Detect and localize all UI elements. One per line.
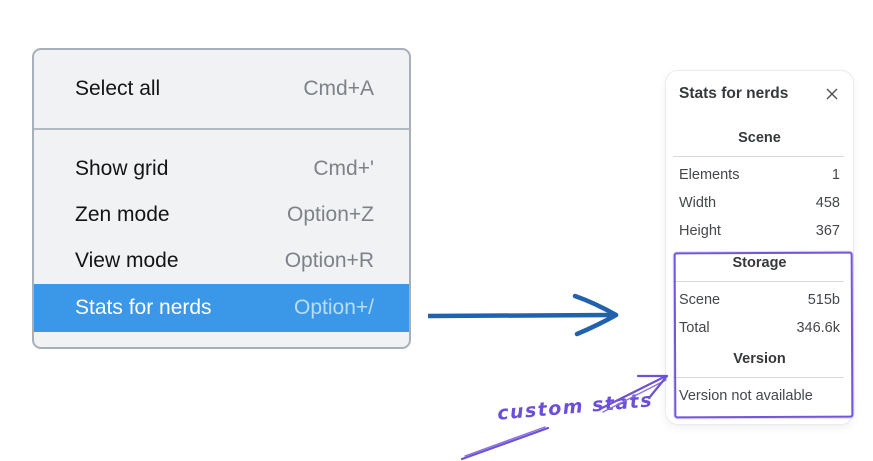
stat-row-scene-size: Scene 515b xyxy=(679,286,840,314)
menu-item-label: Select all xyxy=(75,77,161,100)
section-header-version: Version xyxy=(733,351,786,367)
stats-panel-title: Stats for nerds xyxy=(679,85,789,102)
menu-item-show-grid[interactable]: Show grid Cmd+' xyxy=(34,146,409,192)
stat-label: Total xyxy=(679,320,710,336)
menu-item-shortcut: Option+Z xyxy=(287,203,374,226)
menu-item-shortcut: Cmd+A xyxy=(303,77,374,100)
annotation-arrow xyxy=(460,374,669,461)
menu-item-label: View mode xyxy=(75,249,179,272)
menu-item-select-all[interactable]: Select all Cmd+A xyxy=(34,50,409,128)
menu-item-view-mode[interactable]: View mode Option+R xyxy=(34,238,409,284)
stat-label: Height xyxy=(679,223,721,239)
context-menu: Select all Cmd+A Show grid Cmd+' Zen mod… xyxy=(32,48,411,349)
divider xyxy=(673,156,844,157)
version-note: Version not available xyxy=(679,388,813,404)
stat-row-height: Height 367 xyxy=(679,217,840,245)
stat-value: 367 xyxy=(815,223,840,239)
menu-separator xyxy=(34,128,409,130)
stats-panel: Stats for nerds Scene Elements 1 Width 4… xyxy=(666,71,854,424)
stat-row-total-size: Total 346.6k xyxy=(679,314,840,342)
stat-row-width: Width 458 xyxy=(679,189,840,217)
stat-label: Scene xyxy=(679,292,721,308)
menu-item-shortcut: Cmd+' xyxy=(313,157,374,180)
stat-label: Width xyxy=(679,195,717,211)
stat-value: 1 xyxy=(831,167,840,183)
close-icon xyxy=(826,88,838,100)
close-button[interactable] xyxy=(824,86,840,102)
divider xyxy=(673,377,844,378)
stat-row-elements: Elements 1 xyxy=(679,161,840,189)
section-header-scene: Scene xyxy=(738,130,781,146)
menu-item-zen-mode[interactable]: Zen mode Option+Z xyxy=(34,192,409,238)
stat-value: 458 xyxy=(815,195,840,211)
stat-value: 346.6k xyxy=(796,320,840,336)
menu-item-label: Show grid xyxy=(75,157,169,180)
menu-item-label: Stats for nerds xyxy=(75,296,212,319)
menu-item-stats-for-nerds[interactable]: Stats for nerds Option+/ xyxy=(34,284,409,332)
divider xyxy=(673,281,844,282)
pointer-arrow xyxy=(427,293,619,337)
menu-item-shortcut: Option+R xyxy=(284,249,374,272)
menu-item-shortcut: Option+/ xyxy=(294,296,374,319)
stat-label: Elements xyxy=(679,167,740,183)
stat-value: 515b xyxy=(807,292,840,308)
section-header-storage: Storage xyxy=(732,255,787,271)
menu-item-label: Zen mode xyxy=(75,203,170,226)
